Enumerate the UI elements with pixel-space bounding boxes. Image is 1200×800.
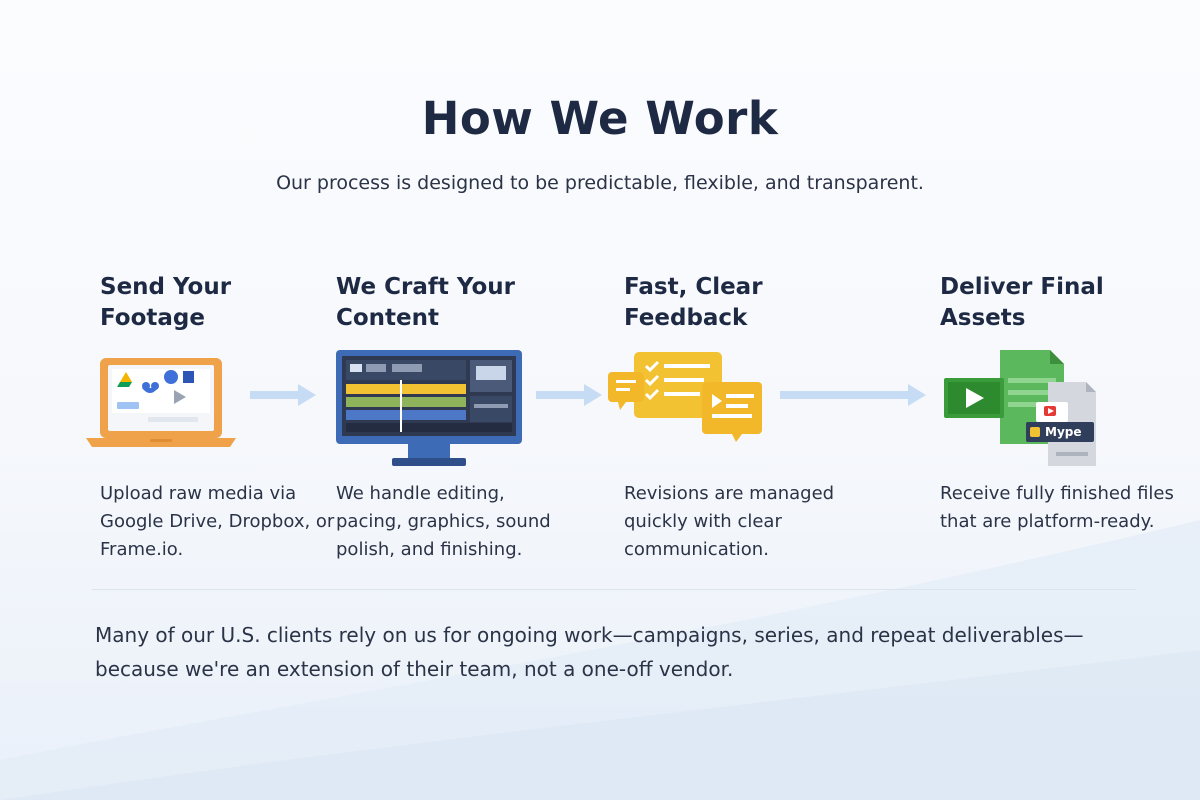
section-divider: [92, 589, 1136, 590]
step-description: We handle editing, pacing, graphics, sou…: [336, 483, 551, 560]
footer-text: Many of our U.S. clients rely on us for …: [95, 623, 1084, 681]
step-title: Deliver Final Assets: [940, 274, 1104, 331]
badge-label: Mype: [1045, 425, 1082, 439]
arrow-right-icon: [536, 384, 602, 406]
feedback-chat-icon: [608, 352, 762, 442]
step-title: Fast, Clear Feedback: [624, 274, 763, 331]
step-title: Send Your Footage: [100, 274, 232, 331]
files-delivery-icon: Mype: [944, 348, 1100, 466]
file-format-badge: Mype: [1026, 422, 1094, 442]
badge-square-icon: [1030, 427, 1040, 437]
page-subtitle: Our process is designed to be predictabl…: [276, 172, 924, 194]
laptop-upload-icon: [86, 358, 236, 447]
step-description: Receive fully finished files that are pl…: [940, 483, 1174, 532]
monitor-editing-icon: [336, 350, 522, 466]
step-description: Revisions are managed quickly with clear…: [624, 483, 835, 560]
step-craft-content: We Craft Your Content We handle editing,…: [336, 272, 576, 560]
arrow-right-icon: [250, 384, 316, 406]
arrow-right-icon: [780, 384, 926, 406]
step-send-footage: Send Your Footage Upload raw media via G…: [86, 272, 340, 560]
step-feedback: Fast, Clear Feedback Revisions are manag…: [608, 272, 864, 560]
files-illustration: [944, 350, 1096, 466]
step-deliver-assets: Deliver Final Assets Mype: [940, 272, 1180, 532]
step-title: We Craft Your Content: [336, 274, 515, 331]
page-title: How We Work: [421, 92, 779, 145]
step-description: Upload raw media via Google Drive, Dropb…: [100, 483, 335, 560]
